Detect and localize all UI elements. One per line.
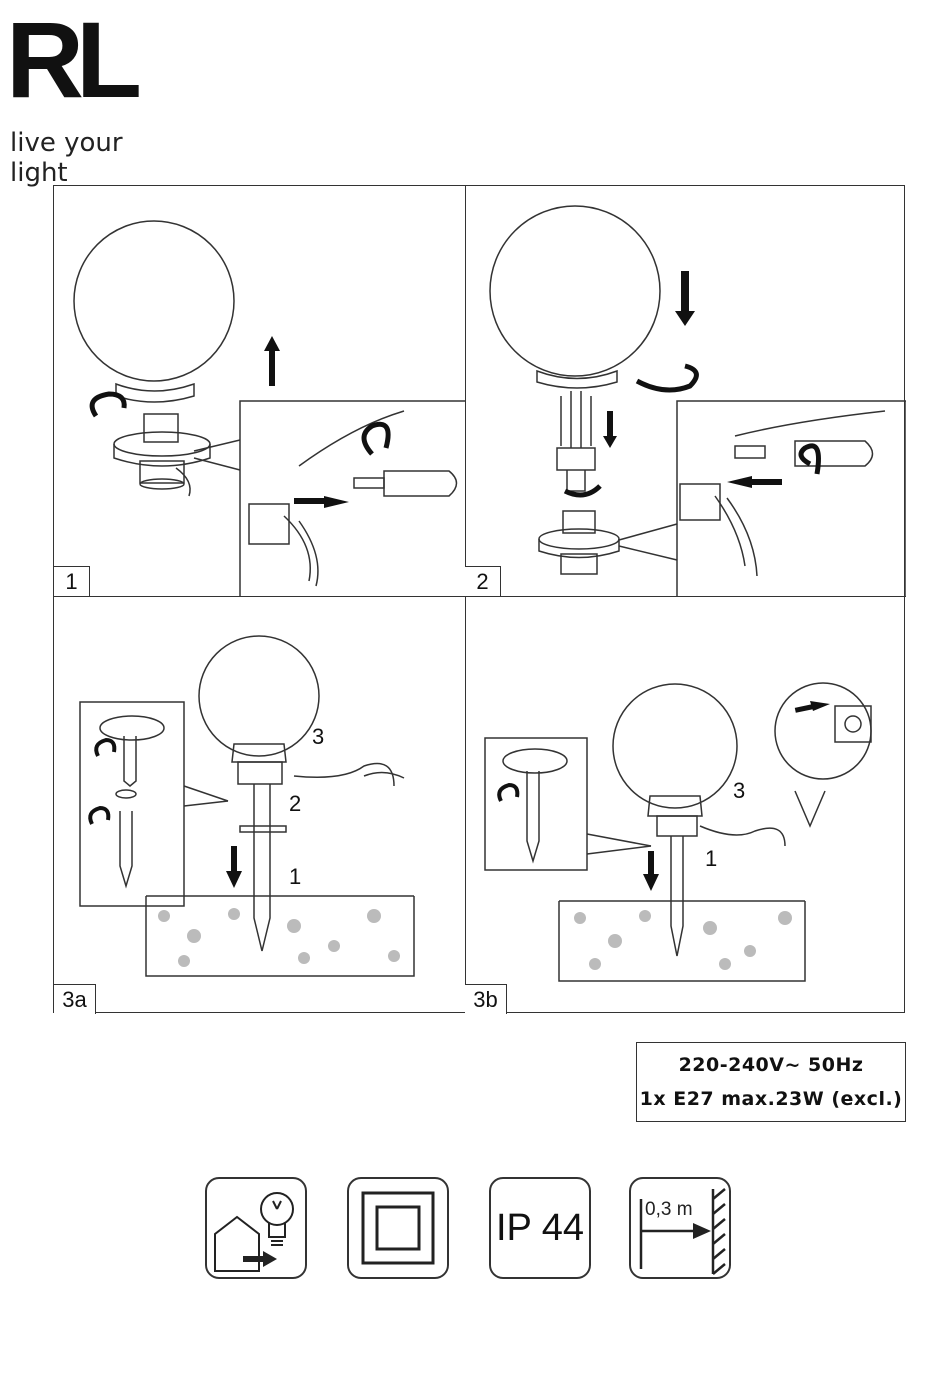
step-1-illustration xyxy=(54,186,466,597)
step-2-illustration xyxy=(465,186,906,597)
step-label: 2 xyxy=(465,566,501,596)
step-label: 3a xyxy=(54,984,96,1014)
step-label: 3b xyxy=(465,984,507,1014)
brand-logo: RL live your light xyxy=(6,10,176,150)
instruction-grid: 1 xyxy=(53,185,905,1013)
class-ii-double-insulation-icon xyxy=(347,1177,449,1279)
panel-step-1: 1 xyxy=(54,186,466,597)
ip44-text: IP 44 xyxy=(496,1207,584,1250)
callout-1: 1 xyxy=(289,864,301,890)
logo-tagline: live your light xyxy=(10,128,176,188)
step-3a-illustration xyxy=(54,596,466,1014)
distance-label: 0,3 m xyxy=(645,1199,693,1220)
spec-box: 220-240V~ 50Hz 1x E27 max.23W (excl.) xyxy=(636,1042,906,1122)
indoor-outdoor-bulb-icon xyxy=(205,1177,307,1279)
min-distance-icon: 0,3 m xyxy=(629,1177,731,1279)
step-3b-illustration xyxy=(465,596,906,1014)
panel-step-2: 2 xyxy=(465,186,906,597)
spec-voltage: 220-240V~ 50Hz xyxy=(637,1048,905,1082)
callout-3: 3 xyxy=(312,724,324,750)
ip44-rating-icon: IP 44 xyxy=(489,1177,591,1279)
panel-step-3b: 3 1 3b xyxy=(465,596,906,1014)
spec-bulb: 1x E27 max.23W (excl.) xyxy=(637,1082,905,1116)
panel-step-3a: 3 2 1 3a xyxy=(54,596,466,1014)
callout-1: 1 xyxy=(705,846,717,872)
callout-2: 2 xyxy=(289,791,301,817)
step-label: 1 xyxy=(54,566,90,596)
callout-3: 3 xyxy=(733,778,745,804)
logo-letters: RL xyxy=(6,10,134,110)
